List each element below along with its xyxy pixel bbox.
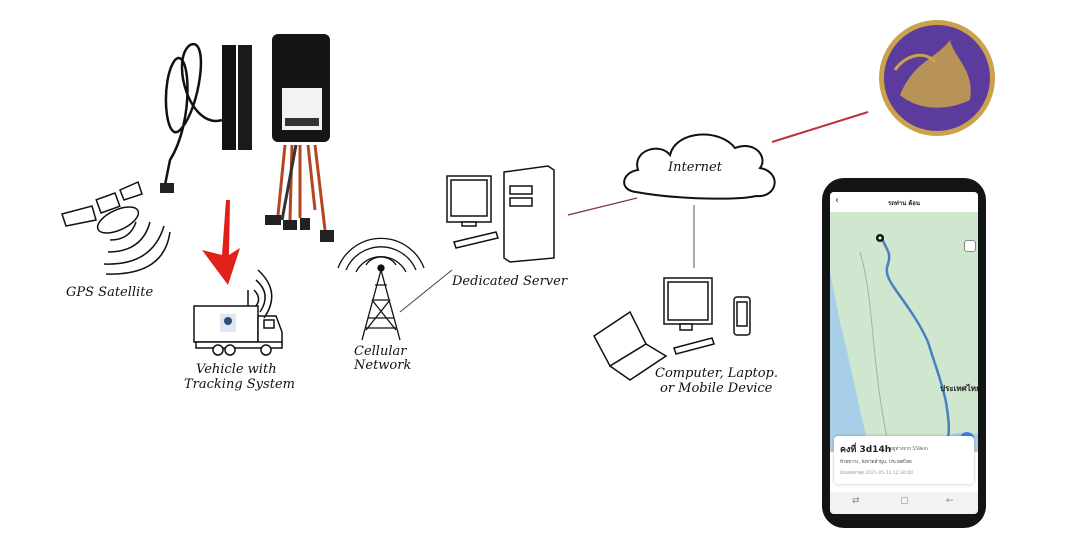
recent-apps-icon[interactable]: ⇄ <box>852 496 860 506</box>
route-map[interactable]: ประเทศไทย <box>830 212 978 452</box>
home-icon[interactable]: ▢ <box>900 496 909 506</box>
connection-server-internet <box>567 197 638 216</box>
trip-info-card[interactable]: คงที่ 3d14h อยู่ห่างจาก 559km ห้วยขวาง, … <box>834 436 974 484</box>
trip-timestamp: อัปเดตล่าสุด 2021-05-11 12:30:00 <box>840 471 914 476</box>
internet-label: Internet <box>668 160 722 175</box>
map-layer <box>830 234 978 452</box>
phone-screen: ‹ รถท่าน ต้อน ประเทศไทย คงที่ 3d14h อยู่… <box>830 192 978 514</box>
gps-satellite-icon <box>61 180 171 275</box>
client-devices-icon <box>593 277 751 381</box>
connection-internet-seal <box>771 111 869 143</box>
vehicle-label-line2: Tracking System <box>184 377 295 392</box>
back-icon[interactable]: ‹ <box>835 195 839 206</box>
connection-cellular-server <box>399 269 453 313</box>
app-title: รถท่าน ต้อน <box>888 200 920 207</box>
cellular-label-line1: Cellular <box>354 344 407 359</box>
dedicated-server-icon <box>446 165 555 263</box>
gps-tracker-device-icon <box>160 34 334 242</box>
cellular-label-line2: Network <box>354 358 412 373</box>
route-line <box>880 237 951 439</box>
app-header: ‹ รถท่าน ต้อน <box>830 192 978 212</box>
trip-distance: อยู่ห่างจาก 559km <box>890 447 928 452</box>
android-nav-bar: ⇄ ▢ ← <box>830 492 978 514</box>
internet-cloud-icon <box>623 133 776 200</box>
nav-back-icon[interactable]: ← <box>946 496 954 506</box>
vehicle-label-line1: Vehicle with <box>196 362 277 377</box>
gps-satellite-label: GPS Satellite <box>66 285 154 300</box>
country-label: ประเทศไทย <box>940 384 978 393</box>
trip-address: ห้วยขวาง, จังหวัดลำพูน, ประเทศไทย <box>840 460 912 465</box>
layers-icon[interactable] <box>964 240 976 252</box>
devices-label-line1: Computer, Laptop. <box>655 366 778 381</box>
trip-duration: คงที่ 3d14h <box>840 445 892 455</box>
vehicle-truck-icon <box>193 269 283 356</box>
mobile-phone: ‹ รถท่าน ต้อน ประเทศไทย คงที่ 3d14h อยู่… <box>822 178 986 528</box>
server-label: Dedicated Server <box>452 274 568 289</box>
cellular-tower-icon <box>337 237 425 341</box>
devices-label-line2: or Mobile Device <box>660 381 773 396</box>
signal-arrow-icon <box>202 200 240 285</box>
land-transport-seal-icon <box>879 20 995 136</box>
